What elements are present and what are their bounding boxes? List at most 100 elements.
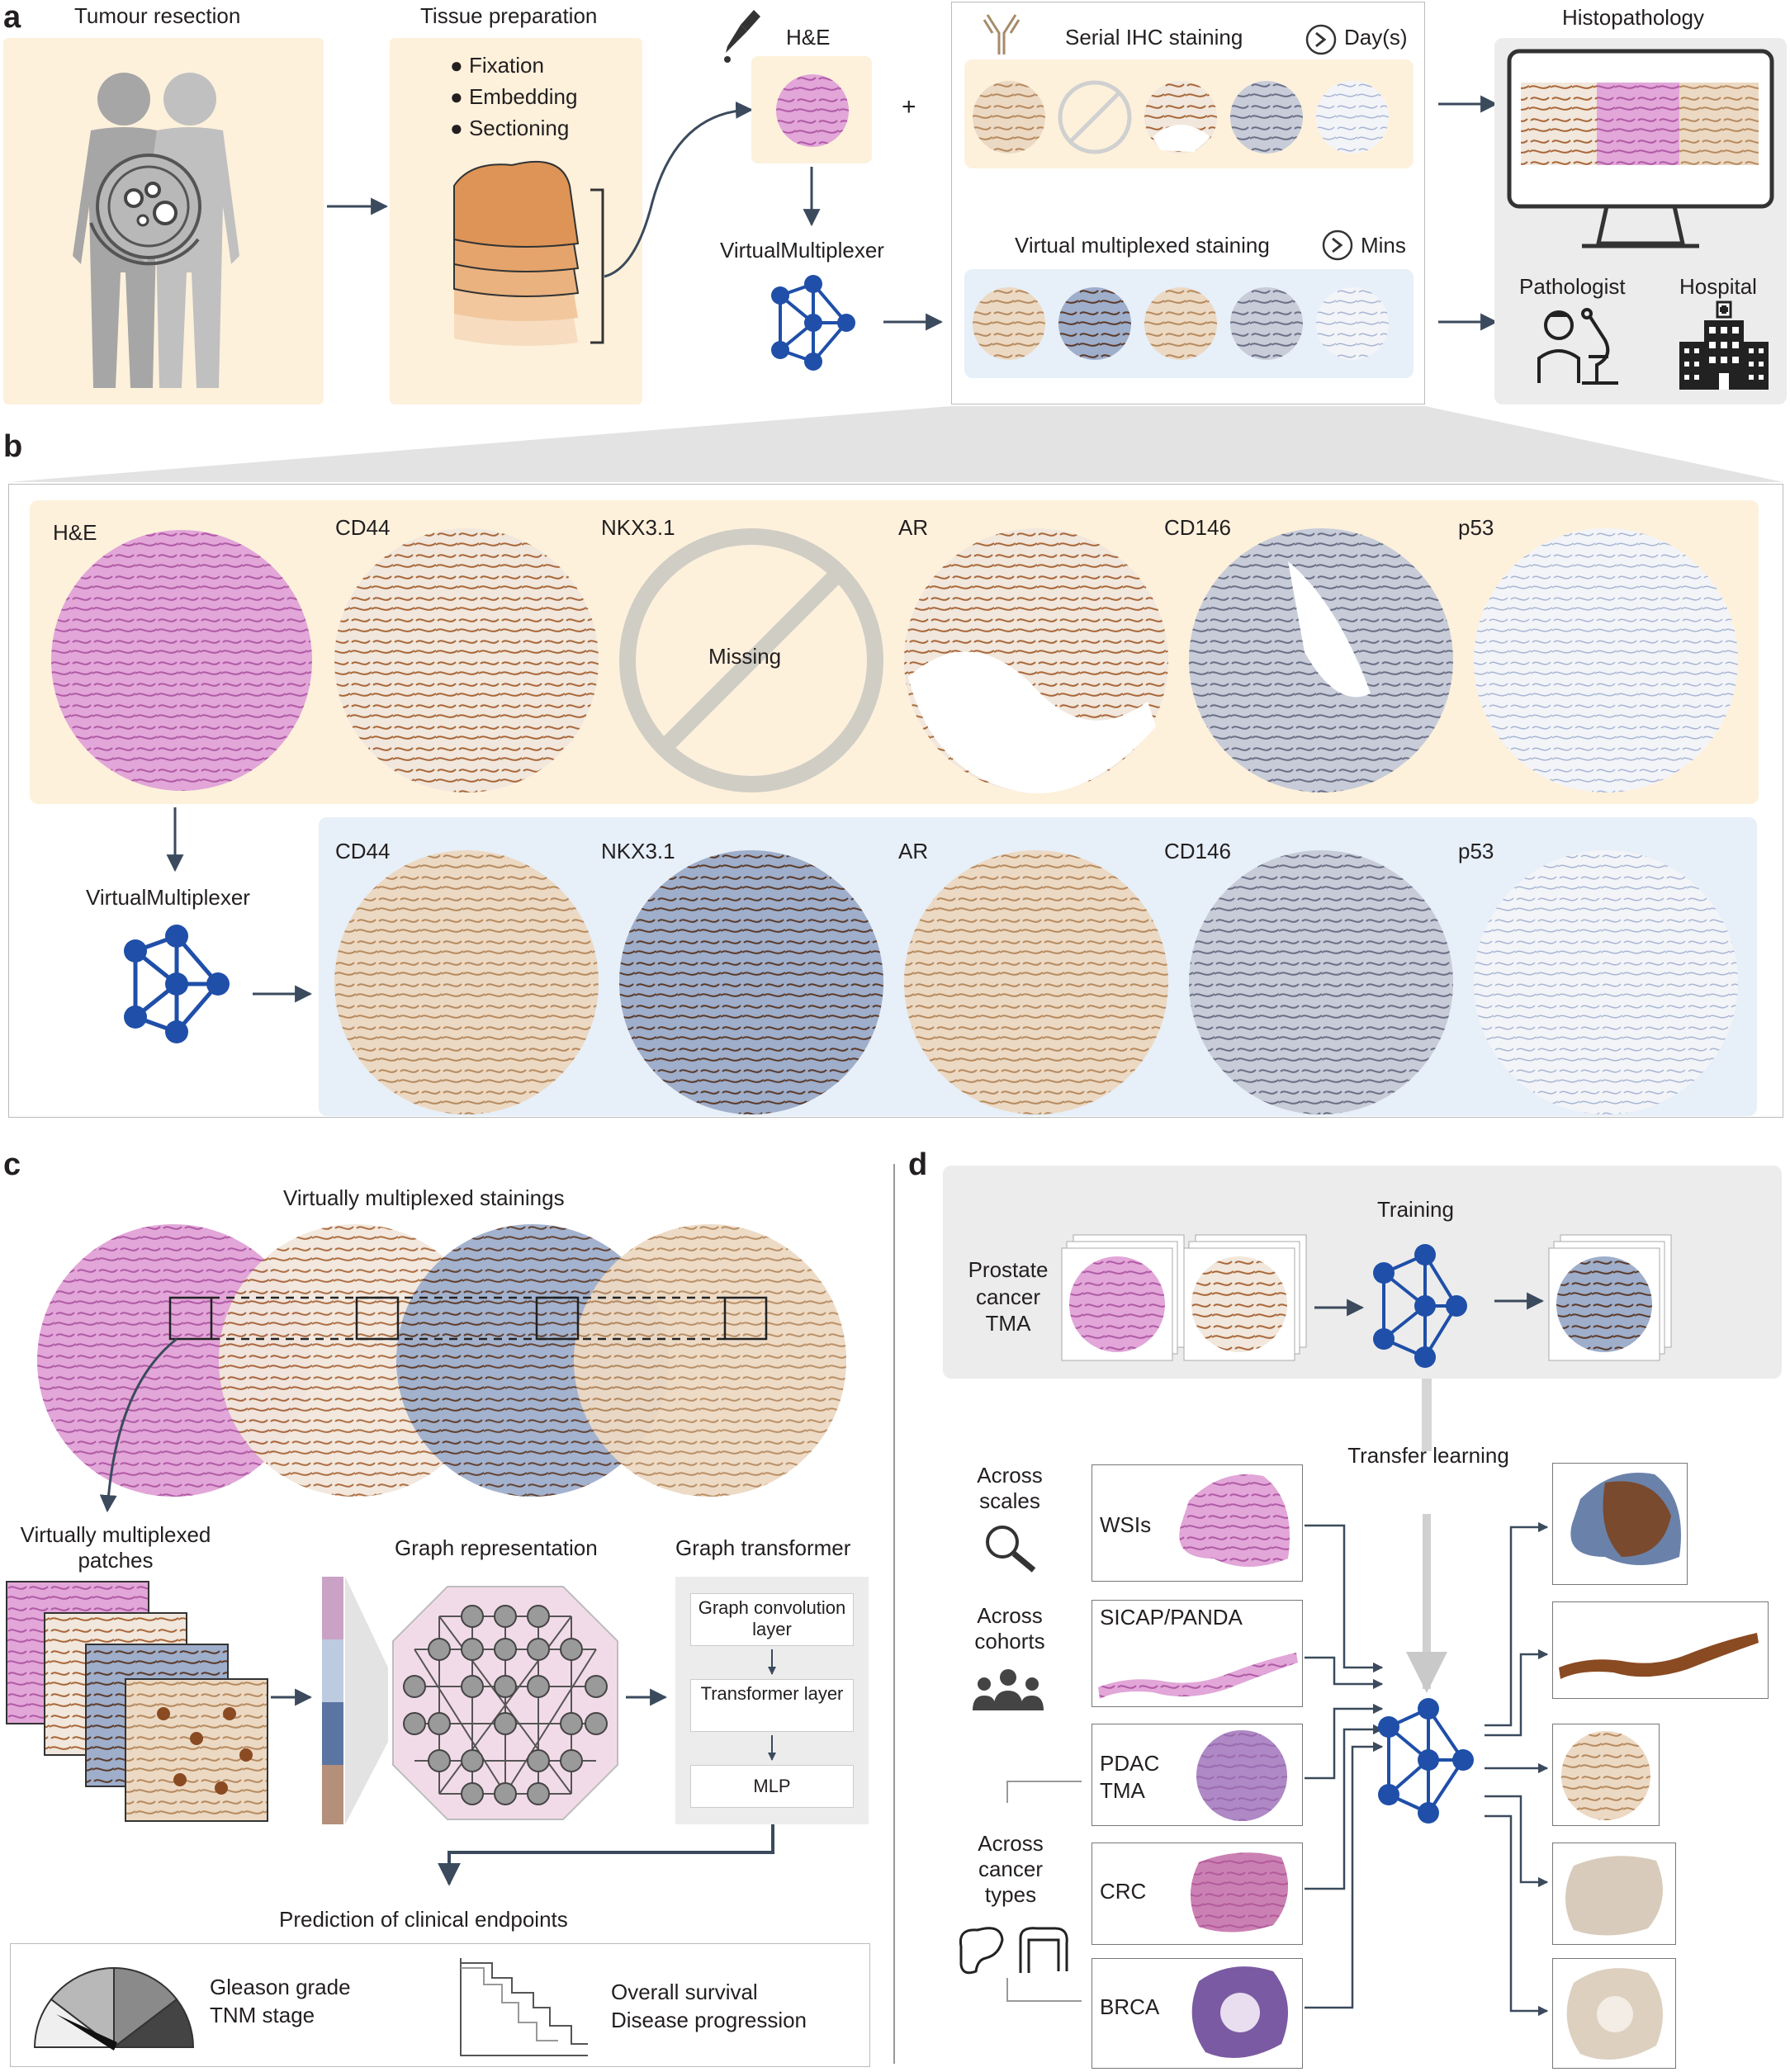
step-sectioning: ● Sectioning — [450, 116, 570, 140]
real-ihc-row — [30, 500, 1759, 804]
gauge-chart-icon — [33, 1966, 195, 2051]
training-output-stack — [1548, 1234, 1672, 1361]
output-box-pdac — [1552, 1724, 1660, 1826]
output-sicap-thumbnail — [1559, 1633, 1759, 1679]
dataset-box-brca — [1092, 1958, 1303, 2069]
across-scales-label: Across scales — [977, 1463, 1043, 1514]
prostate-tma-label: Prostate cancer TMA — [968, 1257, 1049, 1336]
human-figures-icon — [73, 73, 239, 388]
transfer-bar-top — [1422, 1379, 1432, 1451]
across-cancer-types-label: Across cancer types — [978, 1831, 1044, 1908]
virtual-multiplexer-label-b: VirtualMultiplexer — [86, 885, 250, 910]
output-box-brca — [1552, 1958, 1676, 2069]
marker-label-ar: AR — [898, 515, 929, 540]
patch-stack — [6, 1581, 268, 1822]
prediction-label: Prediction of clinical endpoints — [279, 1907, 568, 1932]
virtual-multiplexer-label-a: VirtualMultiplexer — [720, 238, 884, 263]
marker-label-nkx31: NKX3.1 — [601, 515, 675, 540]
histopathology-label: Histopathology — [1562, 5, 1704, 30]
crc-thumbnail — [1191, 1852, 1288, 1932]
sicap-thumbnail — [1098, 1653, 1298, 1699]
graph-convolution-layer-box: Graph convolution layer — [690, 1593, 854, 1646]
virtual-marker-label-nkx31: NKX3.1 — [601, 839, 675, 863]
virtual-marker-label-cd146: CD146 — [1164, 839, 1231, 863]
panel-cd-divider — [893, 1164, 895, 2064]
arrow-ihc-to-histo — [1438, 95, 1499, 113]
training-input-stacks — [1061, 1234, 1307, 1361]
graph-representation — [392, 1586, 618, 1820]
cancer-type-bracket — [1006, 1781, 1082, 2002]
dataset-box-pdac — [1092, 1724, 1303, 1826]
graph-transformer-label: Graph transformer — [675, 1535, 851, 1560]
arrow-to-prediction — [438, 1824, 774, 1886]
dropper-icon — [724, 10, 760, 63]
brca-thumbnail — [1191, 1966, 1288, 2059]
missing-label: Missing — [708, 644, 782, 669]
serial-ihc-label: Serial IHC staining — [1065, 25, 1243, 50]
arrow-input-to-nn — [1314, 1299, 1365, 1317]
timer-icon-days — [1305, 24, 1337, 55]
stacked-stainings — [37, 1224, 846, 1497]
tumour-resection-label: Tumour resection — [74, 3, 241, 28]
arrow-he-to-vm-b — [166, 807, 184, 873]
organ-icons — [959, 1927, 1068, 1975]
across-cohorts-label: Across cohorts — [974, 1603, 1045, 1654]
arrow-vm-to-virtual — [883, 313, 944, 331]
arrow-nn-to-output — [1494, 1292, 1545, 1310]
arrow-virtual-to-histo — [1438, 313, 1499, 331]
days-label: Day(s) — [1344, 25, 1408, 50]
gleason-grade-label: Gleason grade — [210, 1975, 351, 1999]
panel-label-c: c — [3, 1147, 21, 1182]
nn-to-output-connectors — [1485, 1521, 1549, 2017]
hospital-building-icon — [1679, 300, 1769, 390]
output-pdac-thumbnail — [1561, 1731, 1650, 1820]
overall-survival-label: Overall survival — [611, 1980, 758, 2004]
panel-label-d: d — [908, 1147, 928, 1182]
marker-label-p53: p53 — [1458, 515, 1494, 540]
mlp-box: MLP — [690, 1765, 854, 1808]
virtual-staining-label: Virtual multiplexed staining — [1015, 233, 1270, 258]
arrow-resection-to-prep — [327, 197, 389, 215]
virtual-marker-label-p53: p53 — [1458, 839, 1494, 863]
he-label-b: H&E — [53, 520, 97, 545]
pathologist-label: Pathologist — [1519, 274, 1626, 299]
arrow-he-to-vm — [803, 167, 821, 227]
arrow-conv-to-transformer — [768, 1649, 776, 1675]
marker-label-cd44: CD44 — [335, 515, 391, 540]
stainings-title: Virtually multiplexed stainings — [283, 1185, 565, 1210]
arrow-vm-to-virtual-b — [253, 985, 313, 1003]
dataset-label-sicap: SICAP/PANDA — [1100, 1605, 1243, 1630]
prediction-panel — [10, 1943, 870, 2067]
plus-sign: + — [902, 93, 916, 121]
dataset-label-crc: CRC — [1100, 1879, 1147, 1904]
zoom-funnel — [8, 406, 1783, 482]
neural-network-icon-transfer — [1378, 1698, 1474, 1824]
real-ihc-cores — [51, 528, 1738, 793]
dataset-label-brca: BRCA — [1100, 1994, 1160, 2019]
transformer-layer-box: Transformer layer — [690, 1679, 854, 1732]
tissue-block-icon — [453, 160, 604, 346]
arrow-prep-to-he — [604, 101, 754, 278]
timer-icon-mins — [1322, 229, 1353, 261]
serial-ihc-cores — [973, 80, 1389, 154]
survival-curve-icon — [460, 1958, 588, 2056]
panel-b-frame — [8, 484, 1783, 1118]
virtual-marker-label-ar: AR — [898, 839, 929, 863]
virtual-ihc-cores — [334, 850, 1738, 1114]
transfer-arrow — [1406, 1514, 1447, 1693]
neural-network-icon-a — [771, 275, 855, 371]
output-brca-thumbnail — [1566, 1968, 1663, 2060]
people-group-icon — [973, 1669, 1044, 1710]
mins-label: Mins — [1361, 233, 1406, 258]
feature-vector — [322, 1577, 388, 1824]
panel-label-b: b — [3, 429, 23, 464]
tnm-stage-label: TNM stage — [210, 2003, 315, 2027]
pdac-thumbnail — [1196, 1730, 1287, 1821]
dataset-label-wsis: WSIs — [1100, 1512, 1152, 1537]
panel-label-a: a — [3, 0, 21, 35]
training-label: Training — [1377, 1197, 1454, 1222]
hospital-label: Hospital — [1679, 274, 1757, 299]
he-label-a: H&E — [786, 25, 831, 50]
dataset-box-wsis — [1092, 1464, 1303, 1582]
transfer-learning-label: Transfer learning — [1347, 1443, 1509, 1468]
